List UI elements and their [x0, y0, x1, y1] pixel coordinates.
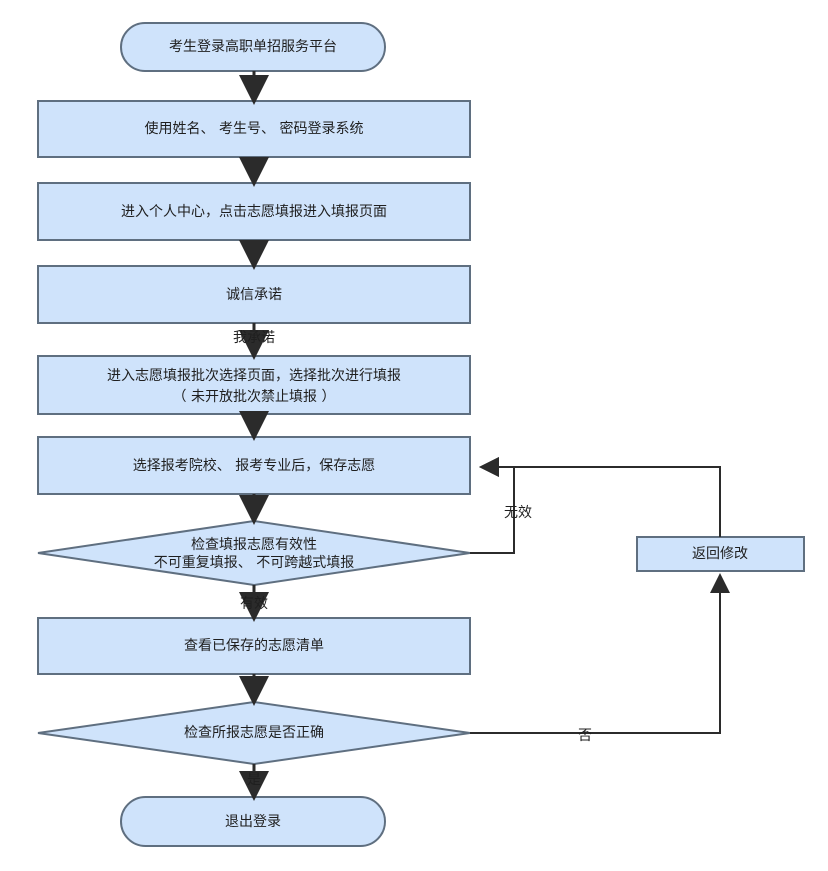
validity-check-node	[37, 519, 471, 587]
edge-verify-no	[470, 573, 730, 734]
exit-node-label: 退出登录	[225, 814, 281, 830]
validity-check-label-line1: 检查填报志愿有效性	[191, 537, 317, 553]
pledge-node-label: 诚信承诺	[226, 287, 282, 303]
edge-modify-back	[479, 457, 721, 537]
batch-node	[37, 355, 471, 415]
choose-node-label: 选择报考院校、 报考专业后，保存志愿	[133, 457, 375, 474]
edge-label-pledge: 我承诺	[233, 330, 275, 346]
edge-label-yes: 是	[247, 772, 261, 788]
personal-center-node-label: 进入个人中心，点击志愿填报进入填报页面	[121, 204, 387, 220]
return-modify-node	[636, 536, 805, 572]
pledge-node	[37, 265, 471, 324]
edge-label-valid: 有效	[240, 596, 268, 612]
start-node-label: 考生登录高职单招服务平台	[169, 38, 337, 55]
correctness-check-label: 检查所报志愿是否正确	[184, 725, 324, 741]
return-modify-node-label: 返回修改	[692, 546, 748, 562]
login-node-label: 使用姓名、 考生号、 密码登录系统	[145, 120, 364, 137]
login-node	[37, 100, 471, 158]
batch-node-label-line1: 进入志愿填报批次选择页面，选择批次进行填报	[107, 368, 401, 384]
edge-label-invalid: 无效	[504, 505, 532, 521]
edge-label-no: 否	[578, 728, 592, 744]
batch-node-label-line2: （ 未开放批次禁止填报 ）	[173, 389, 336, 405]
saved-list-node-label: 查看已保存的志愿清单	[184, 638, 324, 654]
validity-check-label-line2: 不可重复填报、 不可跨越式填报	[154, 554, 354, 571]
